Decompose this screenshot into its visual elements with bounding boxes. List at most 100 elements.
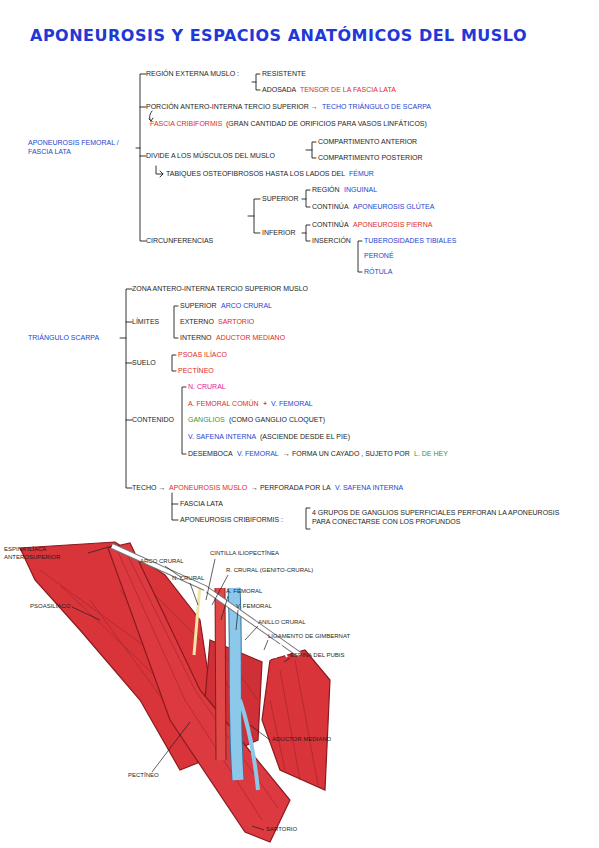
part-label: SARTORIO [266, 826, 297, 834]
note-text: (COMO GANGLIO CLOQUET) [229, 416, 325, 425]
leader-line [72, 607, 100, 620]
part-label: PSOASILÍACO [30, 603, 70, 611]
note-text: V. FEMORAL [271, 400, 313, 409]
note-text: 4 GRUPOS DE GANGLIOS SUPERFICIALES PERFO… [312, 509, 562, 527]
leader-line [190, 583, 198, 605]
note-text: CONTINÚA [312, 203, 349, 212]
leader-line [284, 658, 290, 662]
note-text: TECHO TRIÁNGULO DE SCARPA [322, 103, 431, 112]
leader-lines [72, 546, 290, 830]
note-text: ARCO CRURAL [221, 302, 272, 311]
part-label: ESPINA ILÍACA ANTEROSUPERIOR [4, 546, 88, 561]
part-label: A. FEMORAL [226, 588, 262, 596]
note-text: SUPERIOR [180, 302, 217, 311]
note-text: SUELO [132, 359, 156, 368]
leader-line [252, 826, 264, 830]
bracket [358, 241, 362, 272]
note-text: CONTINÚA [312, 221, 349, 230]
page-title: APONEUROSIS Y ESPACIOS ANATÓMICOS DEL MU… [30, 26, 527, 45]
section-heading: TRIÁNGULO SCARPA [28, 334, 99, 343]
note-text: COMPARTIMENTO ANTERIOR [318, 138, 417, 147]
leader-line [264, 640, 268, 650]
leader-line [250, 725, 270, 740]
note-text: PECTÍNEO [178, 367, 214, 376]
femoral-artery [220, 588, 221, 760]
note-text: INGUINAL [344, 186, 377, 195]
bracket [172, 355, 176, 371]
note-text: FASCIA LATA [180, 500, 223, 509]
curved-arrow [149, 111, 153, 121]
section-heading: APONEUROSIS FEMORAL / FASCIA LATA [28, 139, 136, 157]
leader-line [221, 596, 228, 620]
bracket [120, 289, 132, 488]
note-text: TECHO → [132, 484, 165, 493]
bracket [302, 190, 310, 207]
iliopectineal-band [205, 590, 208, 625]
bracket [174, 306, 178, 338]
part-label: ARCO CRURAL [140, 558, 184, 566]
vein-outline [234, 588, 238, 780]
leader-line [245, 626, 258, 640]
note-text: PSOAS ILÍACO [178, 351, 227, 360]
bracket [248, 199, 260, 233]
note-text: → PERFORADA POR LA [251, 484, 331, 493]
bracket [172, 493, 178, 520]
note-text: APONEUROSIS MUSLO [169, 484, 247, 493]
leader-line [152, 722, 190, 772]
thigh-illustration [20, 542, 330, 842]
bracket [252, 74, 260, 90]
note-text: APONEUROSIS PIERNA [353, 221, 432, 230]
bracket [136, 74, 146, 241]
note-text: INTERNO [180, 334, 212, 343]
note-text: INFERIOR [262, 229, 295, 238]
part-label: ANILLO CRURAL [258, 619, 306, 627]
note-text: PERONÉ [364, 252, 394, 261]
note-text: (GRAN CANTIDAD DE ORIFICIOS PARA VASOS L… [226, 120, 427, 129]
note-text: APONEUROSIS GLÚTEA [353, 203, 434, 212]
note-text: V. FEMORAL [237, 450, 279, 459]
note-text: CONTENIDO [132, 416, 174, 425]
muscle-fibres [118, 548, 278, 820]
part-label: PECTÍNEO [128, 772, 159, 780]
note-text: V. SAFENA INTERNA [335, 484, 403, 493]
bracket [306, 142, 316, 158]
note-text: LÍMITES [132, 318, 159, 327]
note-text: EXTERNO [180, 318, 214, 327]
note-text: SARTORIO [218, 318, 254, 327]
note-text: ZONA ANTERO-INTERNA TERCIO SUPERIOR MUSL… [132, 285, 308, 294]
note-text: TENSOR DE LA FASCIA LATA [300, 86, 396, 95]
muscle-fibres [270, 660, 318, 785]
note-text: RÓTULA [364, 268, 392, 277]
note-text: TUBEROSIDADES TIBIALES [364, 237, 456, 246]
adductor-muscle [262, 650, 330, 790]
bracket [182, 387, 186, 454]
note-text: COMPARTIMENTO POSTERIOR [318, 154, 423, 163]
gimbernat-ligament [262, 641, 287, 660]
part-label: ADUCTOR MEDIANO [272, 736, 331, 744]
part-label: R. CRURAL (GENITO-CRURAL) [226, 567, 313, 575]
hook-arrow [156, 166, 163, 177]
bracket [302, 225, 310, 241]
part-label: V. FEMORAL [236, 603, 272, 611]
note-text: V. SAFENA INTERNA [188, 433, 256, 442]
part-label: ESPINA DEL PUBIS [290, 652, 344, 660]
note-text: SUPERIOR [262, 195, 299, 204]
leader-line [236, 610, 238, 630]
note-text: DIVIDE A LOS MÚSCULOS DEL MUSLO [146, 152, 275, 161]
note-text: FASCIA CRIBIFORMIS [150, 120, 222, 129]
note-text: ADUCTOR MEDIANO [216, 334, 285, 343]
leader-line [88, 546, 112, 553]
note-text: APONEUROSIS CRIBIFORMIS : [180, 516, 283, 525]
saphenous-vein [240, 700, 258, 790]
note-text: TABIQUES OSTEOFIBROSOS HASTA LOS LADOS D… [166, 170, 345, 179]
bracket [306, 508, 310, 529]
note-text: REGIÓN [312, 186, 340, 195]
note-text: DESEMBOCA [188, 450, 233, 459]
leader-line [206, 559, 215, 600]
note-text: RESISTENTE [262, 70, 306, 79]
note-text: (ASCIENDE DESDE EL PIE) [260, 433, 350, 442]
note-text: PORCIÓN ANTERO-INTERNA TERCIO SUPERIOR → [146, 103, 318, 112]
